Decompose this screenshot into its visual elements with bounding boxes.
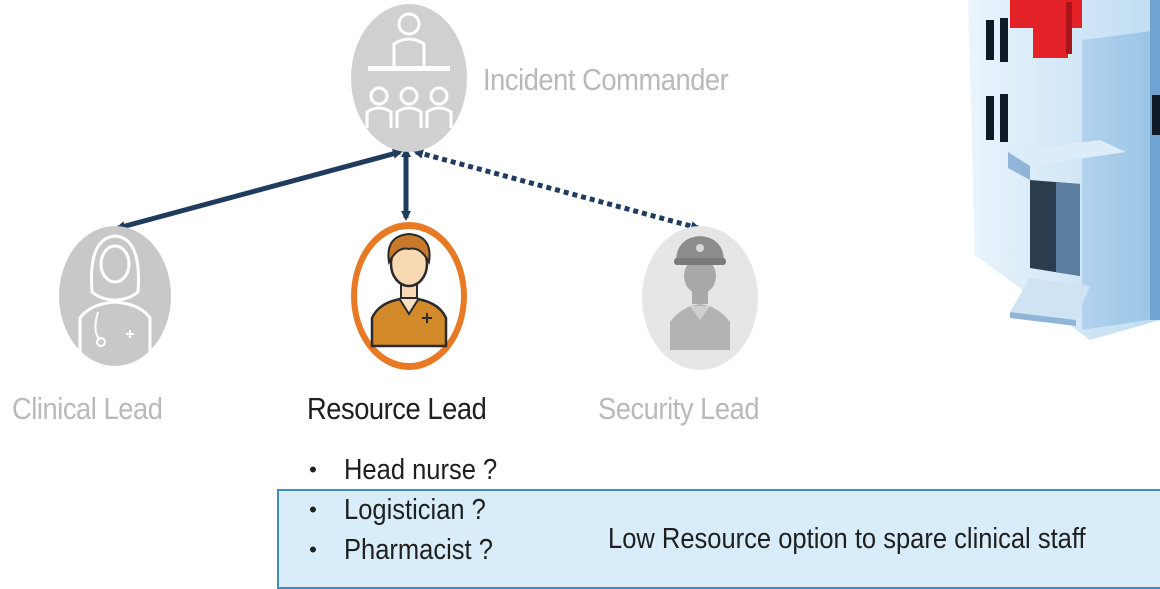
resource-lead-icon <box>351 222 467 370</box>
bullet-icon: • <box>309 497 317 522</box>
callout-text: Low Resource option to spare clinical st… <box>608 523 1086 555</box>
clinical-lead-icon <box>59 226 171 366</box>
resource-lead-label: Resource Lead <box>307 391 487 426</box>
red-cross-sign <box>1010 0 1082 58</box>
connectors <box>115 147 701 232</box>
clinical-lead-label: Clinical Lead <box>12 391 163 426</box>
bullet-icon: • <box>309 457 317 482</box>
security-lead-label: Security Lead <box>598 391 760 426</box>
connector-commander-security <box>413 148 701 232</box>
bullet-icon: • <box>309 537 317 562</box>
hospital-illustration <box>968 0 1160 340</box>
connector-commander-clinical <box>115 148 403 232</box>
incident-commander-label: Incident Commander <box>483 62 729 97</box>
list-item: •Head nurse ? <box>306 450 518 490</box>
resource-options-list: •Head nurse ? •Logistician ? •Pharmacist… <box>306 450 518 570</box>
list-item: •Logistician ? <box>306 490 518 530</box>
incident-commander-icon <box>351 4 467 152</box>
security-lead-icon <box>642 226 758 370</box>
callout-box <box>277 489 1160 589</box>
list-item: •Pharmacist ? <box>306 530 518 570</box>
